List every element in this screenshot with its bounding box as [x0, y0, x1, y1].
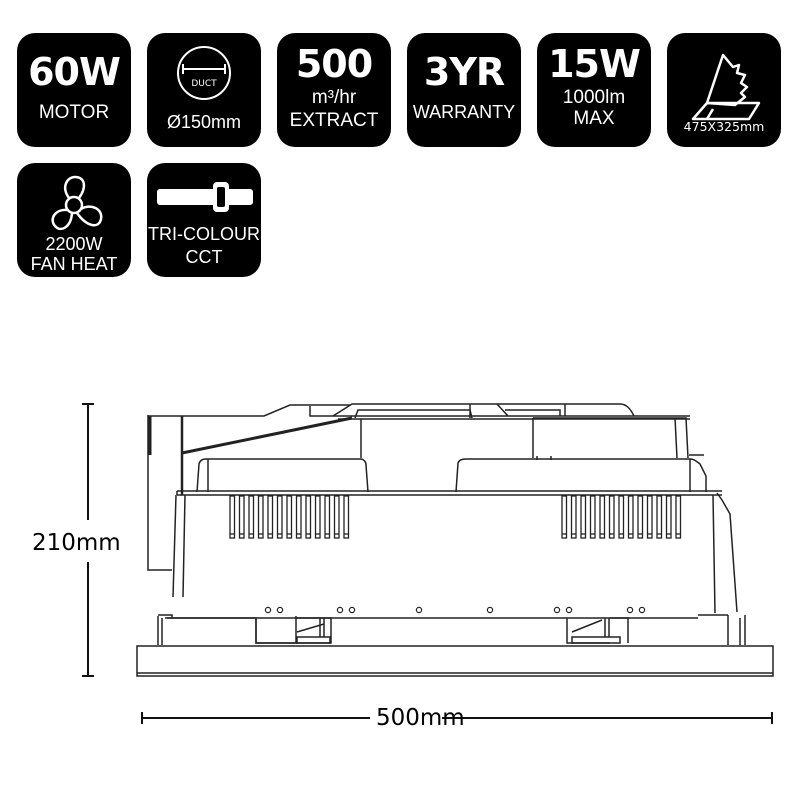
vent-slot [343, 495, 350, 539]
duct-icon-text: DUCT [191, 79, 217, 89]
cct-label: CCT [185, 247, 223, 267]
feature-tile-warranty: 3YR WARRANTY [407, 33, 521, 147]
vent-slot [257, 495, 264, 539]
base-frame [136, 614, 774, 677]
vent-slot [675, 495, 682, 539]
duct-diameter-icon [177, 46, 231, 100]
mounting-bracket-right [566, 617, 629, 644]
vent-slot [589, 495, 596, 539]
extract-label: EXTRACT [289, 110, 379, 131]
vent-slot [238, 495, 245, 539]
feature-tile-fan-heat: 2200W FAN HEAT [17, 163, 131, 277]
vent-slot [618, 495, 625, 539]
cct-tri-colour-label: TRI-COLOUR [148, 224, 260, 244]
mounting-bracket-left [255, 617, 332, 644]
motor-label: MOTOR [38, 102, 110, 123]
feature-tile-duct: DUCT Ø150mm [147, 33, 261, 147]
vent-slot [570, 495, 577, 539]
screw-hole [348, 606, 356, 614]
vent-slots-left [229, 495, 350, 539]
extract-rate-unit: m³/hr [311, 87, 357, 108]
height-dimension [82, 403, 94, 677]
screw-hole [415, 606, 423, 614]
duct-collar [147, 415, 184, 571]
vent-slot [561, 495, 568, 539]
screw-holes [264, 606, 646, 614]
height-dimension-label: 210mm [32, 530, 121, 556]
vent-slot [608, 495, 615, 539]
feature-tile-motor: 60W MOTOR [17, 33, 131, 147]
feature-tile-light: 15W 1000lm MAX [537, 33, 651, 147]
vent-slot [229, 495, 236, 539]
width-dimension-label: 500mm [376, 705, 465, 731]
lumen-value: 1000lm [562, 87, 626, 108]
vent-slots-right [561, 495, 682, 539]
warranty-label: WARRANTY [412, 102, 516, 122]
ceiling-cutout-icon [691, 53, 761, 121]
vent-slot [286, 495, 293, 539]
feature-tile-extract: 500 m³/hr EXTRACT [277, 33, 391, 147]
fan-heat-label: FAN HEAT [30, 254, 118, 274]
vent-slot [314, 495, 321, 539]
fan-icon [51, 175, 103, 231]
vent-slot [637, 495, 644, 539]
screw-hole [638, 606, 646, 614]
vent-slot [656, 495, 663, 539]
vent-slot [646, 495, 653, 539]
vent-slot [324, 495, 331, 539]
mid-tier [196, 454, 707, 493]
screw-hole [276, 606, 284, 614]
cutout-size-label: 475X325mm [683, 119, 765, 134]
feature-tile-cutout: 475X325mm [667, 33, 781, 147]
warranty-value: 3YR [423, 50, 505, 94]
screw-hole [336, 606, 344, 614]
screw-hole [565, 606, 573, 614]
slider-switch-icon [157, 182, 253, 212]
vent-slot [305, 495, 312, 539]
vent-slot [248, 495, 255, 539]
vent-slot [276, 495, 283, 539]
width-dimension [141, 712, 773, 724]
vent-slot [599, 495, 606, 539]
screw-hole [626, 606, 634, 614]
motor-power-value: 60W [28, 50, 121, 94]
fan-heat-power: 2200W [45, 234, 103, 254]
screw-hole [264, 606, 272, 614]
vent-slot [333, 495, 340, 539]
screw-hole [553, 606, 561, 614]
lumen-max-label: MAX [573, 108, 615, 129]
screw-hole [486, 606, 494, 614]
top-housing [148, 403, 690, 459]
main-body [172, 490, 738, 614]
feature-tile-cct: TRI-COLOUR CCT [147, 163, 261, 277]
vent-slot [267, 495, 274, 539]
extract-rate-value: 500 [295, 42, 373, 86]
duct-diameter-label: Ø150mm [166, 112, 242, 132]
vent-slot [295, 495, 302, 539]
vent-slot [627, 495, 634, 539]
vent-slot [580, 495, 587, 539]
vent-slot [665, 495, 672, 539]
light-power-value: 15W [548, 42, 641, 86]
